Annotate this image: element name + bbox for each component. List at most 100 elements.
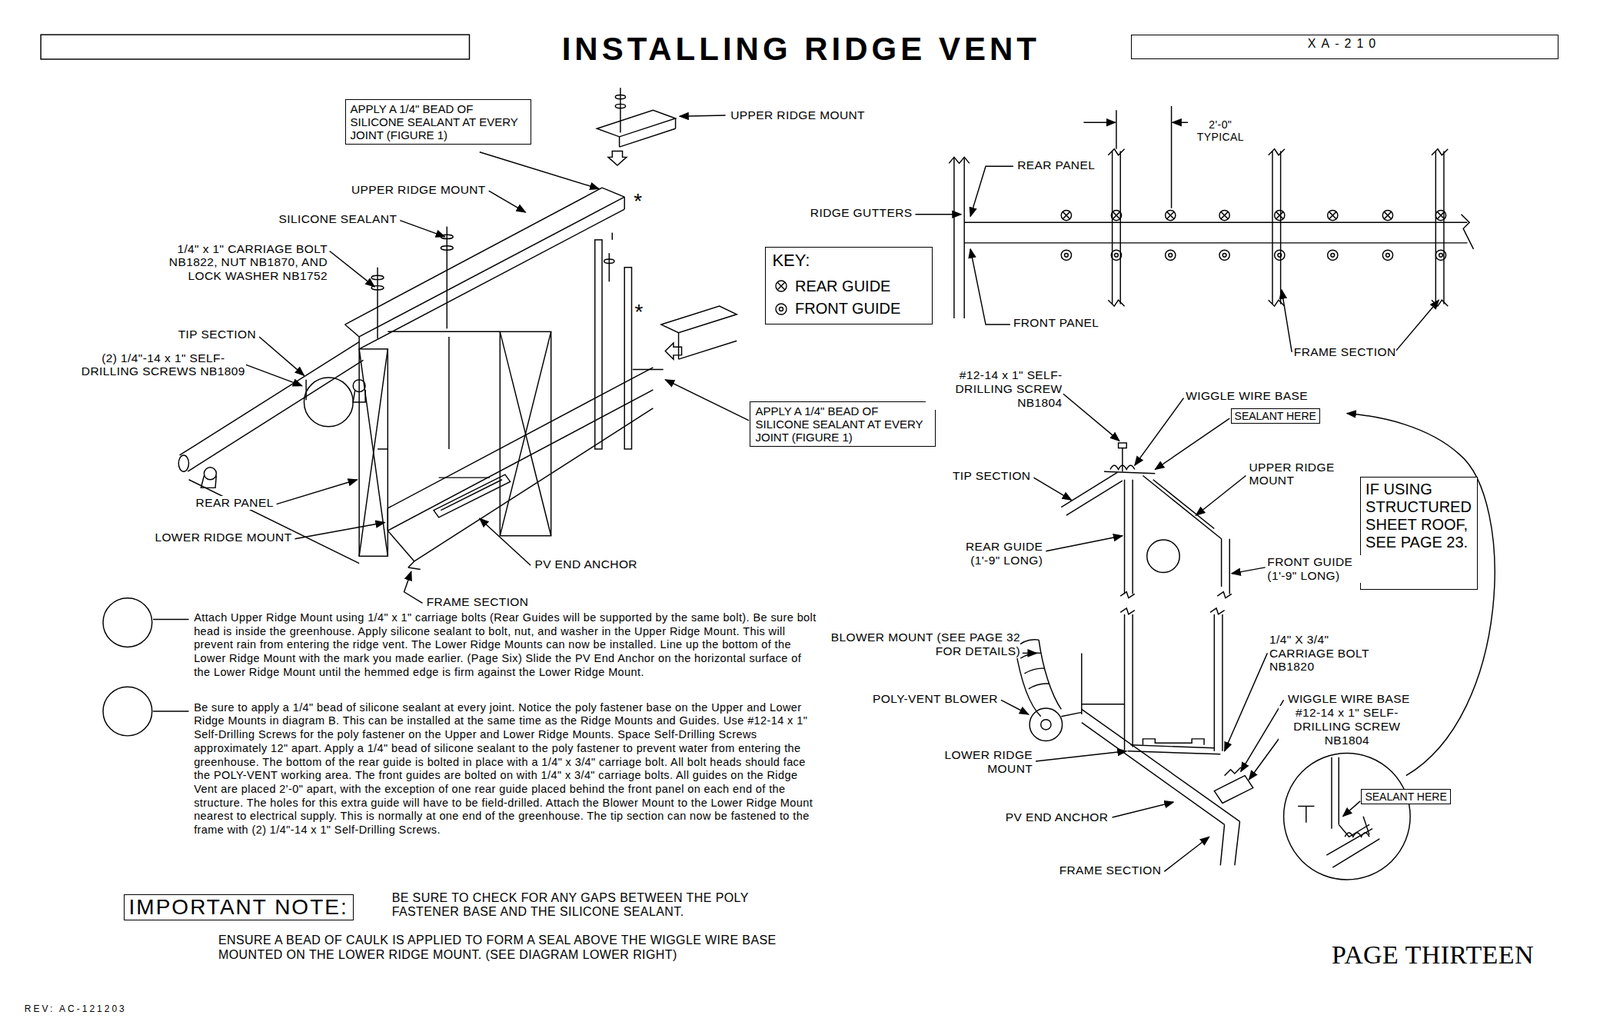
drawing-stroke [1083, 122, 1115, 124]
drawing-stroke [665, 342, 682, 360]
plan-view [914, 106, 1474, 353]
drawing-stroke [1219, 249, 1230, 260]
drawing-stroke [1332, 838, 1380, 868]
drawing-stroke [359, 209, 625, 350]
drawing-stroke [1120, 150, 1121, 304]
drawing-stroke [1217, 592, 1232, 599]
part-label: FRAME SECTION [1293, 345, 1397, 360]
drawing-stroke [295, 522, 386, 539]
drawing-stroke [1131, 614, 1133, 748]
drawing-stroke [358, 336, 360, 350]
drawing-number-box: XA-210 [1130, 34, 1559, 60]
drawing-stroke [1338, 824, 1370, 837]
drawing-stroke [1234, 821, 1241, 865]
drawing-stroke [618, 136, 620, 147]
drawing-stroke [1439, 252, 1444, 257]
drawing-stroke [387, 530, 415, 562]
drawing-stroke [200, 475, 217, 488]
drawing-stroke [1124, 479, 1125, 595]
drawing-stroke [1210, 608, 1225, 615]
drawing-stroke [1081, 708, 1241, 822]
drawing-stroke [479, 152, 599, 190]
drawing-stroke [1110, 465, 1135, 470]
box-text: APPLY A 1/4" BEAD OF SILICONE SEALANT AT… [350, 102, 526, 143]
legend-symbol [773, 301, 789, 317]
drawing-stroke [1274, 209, 1285, 220]
drawing-stroke [1115, 109, 1117, 149]
box-text: IF USING STRUCTURED SHEET ROOF, SEE PAGE… [1365, 480, 1473, 552]
leader-lines [1001, 393, 1288, 872]
drawing-stroke [433, 474, 511, 518]
drawing-stroke [624, 267, 632, 450]
box-text: SEALANT HERE [1234, 409, 1317, 423]
drawing-stroke [623, 196, 625, 210]
drawing-stroke [178, 455, 189, 472]
drawing-stroke [1330, 757, 1332, 829]
drawing-stroke [678, 340, 738, 360]
legend-text: FRONT GUIDE [795, 299, 901, 318]
part-label: REAR PANEL [196, 495, 274, 510]
part-label: WIGGLE WIRE BASE [1287, 691, 1411, 706]
drawing-stroke [1214, 614, 1215, 752]
part-label: UPPER RIDGE MOUNT [1248, 460, 1345, 489]
drawing-stroke [1277, 252, 1282, 257]
front-guide-symbols [1061, 249, 1446, 260]
drawing-stroke [499, 331, 551, 536]
legend-entry: REAR GUIDE [773, 277, 891, 296]
ridge-vent-isometric [178, 87, 737, 569]
drawing-stroke [1327, 249, 1338, 260]
drawing-stroke [1111, 150, 1113, 304]
callout-box: APPLY A 1/4" BEAD OF SILICONE SEALANT AT… [749, 401, 936, 448]
note-text: ENSURE A BEAD OF CAULK IS APPLIED TO FOR… [218, 933, 834, 962]
box-text: KEY: [771, 250, 926, 270]
reference-mark: * [634, 299, 643, 325]
drawing-stroke [953, 158, 955, 319]
drawing-stroke [1107, 149, 1125, 156]
drawing-stroke [619, 128, 676, 147]
drawing-stroke [440, 246, 453, 250]
drawing-stroke [1020, 652, 1049, 689]
drawing-stroke [1112, 211, 1120, 219]
drawing-stroke [1111, 209, 1121, 220]
box-text: XA-210 [1136, 36, 1554, 51]
drawing-stroke [1081, 703, 1125, 705]
drawing-stroke [1022, 652, 1038, 654]
part-label: SILICONE SEALANT [279, 212, 398, 227]
drawing-stroke [604, 259, 615, 263]
drawing-stroke [1327, 209, 1338, 220]
drawing-stroke [1147, 539, 1180, 573]
drawing-stroke [1107, 299, 1125, 307]
drawing-stroke [1195, 475, 1246, 516]
drawing-stroke [964, 242, 1467, 243]
drawing-stroke [608, 150, 627, 166]
drawing-stroke [1066, 480, 1123, 516]
drawing-stroke [387, 331, 500, 333]
drawing-stroke [479, 518, 531, 566]
drawing-stroke [970, 249, 1011, 325]
drawing-stroke [329, 250, 375, 287]
drawing-stroke [1033, 477, 1072, 500]
drawing-stroke [1064, 252, 1069, 257]
drawing-stroke [1224, 652, 1268, 751]
drawing-stroke [305, 379, 307, 401]
drawing-stroke [345, 187, 603, 325]
legend-text: REAR GUIDE [795, 277, 891, 296]
drawing-stroke [276, 479, 358, 505]
legend-entry: FRONT GUIDE [773, 299, 901, 318]
drawing-stroke [1061, 472, 1118, 507]
drawing-stroke [1124, 614, 1125, 751]
instruction-text: Be sure to apply a 1/4" bead of silicone… [193, 701, 819, 838]
part-label: (2) 1/4"-14 x 1" SELF-DRILLING SCREWS NB… [80, 351, 247, 380]
drawing-stroke [359, 196, 625, 337]
drawing-stroke [1386, 252, 1391, 257]
drawing-stroke [103, 686, 153, 736]
part-label: UPPER RIDGE MOUNT [730, 108, 865, 123]
drawing-stroke [1231, 567, 1266, 574]
drawing-stroke [970, 166, 1014, 217]
part-label: PV END ANCHOR [534, 557, 638, 572]
symbol-cross [777, 282, 786, 290]
drawing-stroke [153, 618, 189, 620]
drawing-stroke [259, 336, 304, 376]
drawing-stroke [1104, 471, 1155, 474]
drawing-stroke [1383, 211, 1391, 219]
